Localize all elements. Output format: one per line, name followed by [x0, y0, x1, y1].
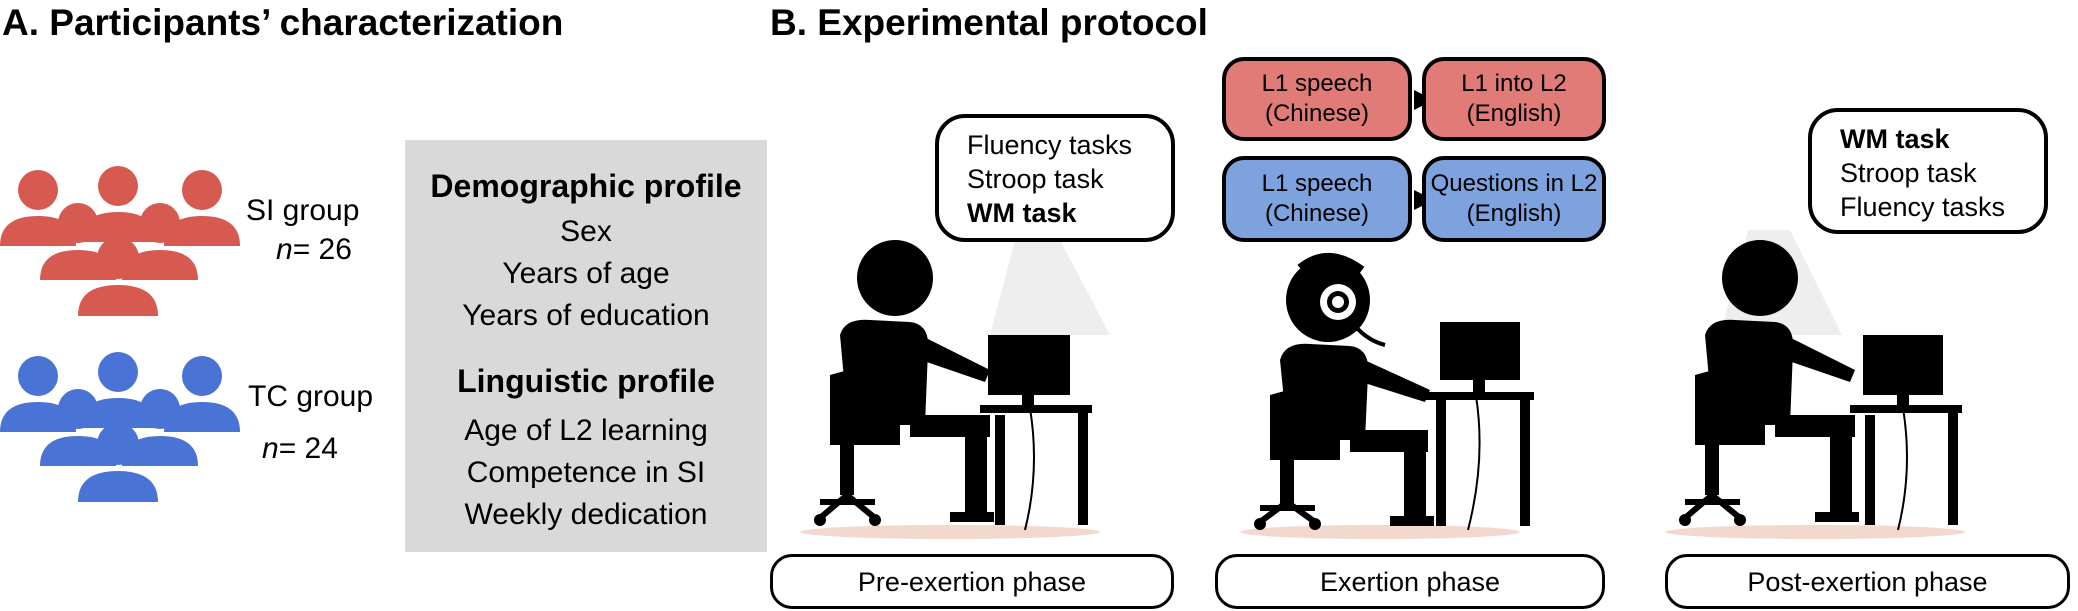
- tc-group-people-icon: [0, 352, 240, 502]
- demographic-profile-title: Demographic profile: [430, 168, 742, 204]
- exertion-phase-label: Exertion phase: [1215, 554, 1605, 609]
- linguistic-profile-title: Linguistic profile: [457, 363, 715, 399]
- si-group-people-icon: [0, 166, 240, 316]
- l1-into-l2-red-box: L1 into L2 (English): [1422, 57, 1606, 141]
- pre-task-item: WM task: [967, 198, 1077, 228]
- post-task-bubble: WM task Stroop task Fluency tasks: [1808, 108, 2048, 234]
- l1-speech-red-box: L1 speech (Chinese): [1222, 57, 1412, 141]
- box-line: L1 speech: [1261, 170, 1373, 197]
- person-at-computer-icon: [800, 240, 1100, 539]
- tc-group-label: TC group: [248, 380, 374, 413]
- profile-panel: Demographic profile Sex Years of age Yea…: [405, 140, 767, 552]
- linguistic-item: Competence in SI: [466, 456, 706, 489]
- questions-in-l2-blue-box: Questions in L2 (English): [1422, 156, 1606, 242]
- box-line: L1 speech: [1261, 70, 1373, 97]
- box-line: (English): [1466, 200, 1562, 227]
- post-task-item: WM task: [1840, 124, 1950, 154]
- panel-a-heading: A. Participants’ characterization: [2, 2, 564, 43]
- pre-task-item: Stroop task: [967, 164, 1104, 194]
- post-exertion-phase-label: Post-exertion phase: [1665, 554, 2070, 609]
- tc-group-n: n= 24: [262, 432, 338, 465]
- demographic-item: Years of age: [502, 257, 670, 290]
- post-task-item: Stroop task: [1840, 158, 1977, 188]
- person-at-computer-icon: [1665, 240, 1965, 539]
- pre-task-item: Fluency tasks: [967, 130, 1133, 160]
- si-group-label: SI group: [246, 194, 360, 227]
- demographic-item: Years of education: [462, 299, 710, 332]
- box-line: L1 into L2: [1461, 70, 1567, 97]
- box-line: (Chinese): [1264, 200, 1370, 227]
- person-with-headset-icon: [1240, 253, 1534, 539]
- demographic-item: Sex: [560, 215, 612, 248]
- panel-b-heading: B. Experimental protocol: [770, 2, 1208, 43]
- linguistic-item: Age of L2 learning: [464, 414, 708, 447]
- box-line: (Chinese): [1264, 100, 1370, 127]
- post-task-item: Fluency tasks: [1840, 192, 2006, 222]
- pre-exertion-phase-label: Pre-exertion phase: [770, 554, 1174, 609]
- l1-speech-blue-box: L1 speech (Chinese): [1222, 156, 1412, 242]
- si-group-n: n= 26: [276, 233, 352, 266]
- box-line: (English): [1466, 100, 1562, 127]
- box-line: Questions in L2: [1430, 170, 1598, 197]
- linguistic-item: Weekly dedication: [464, 498, 708, 531]
- pre-task-bubble: Fluency tasks Stroop task WM task: [935, 114, 1175, 242]
